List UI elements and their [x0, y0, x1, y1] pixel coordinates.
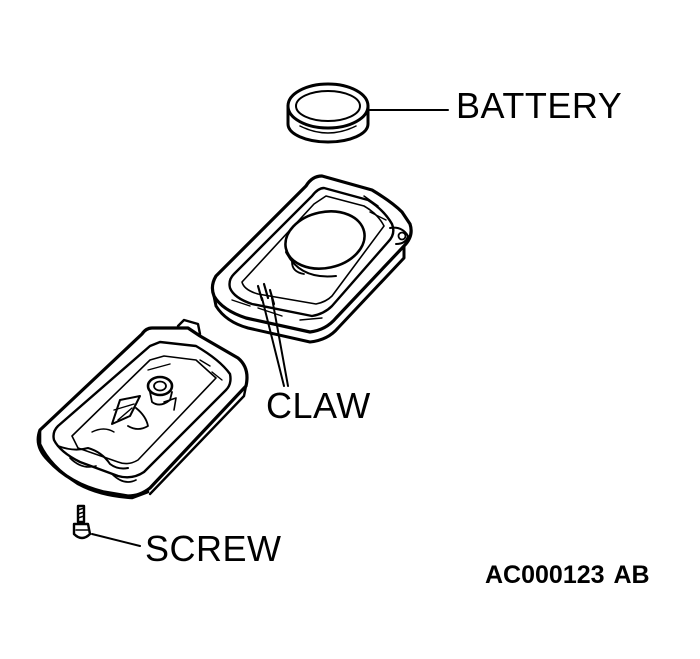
claw-label: CLAW — [266, 385, 371, 426]
battery-label: BATTERY — [456, 85, 623, 126]
leader-lines — [91, 109, 449, 547]
screw-label: SCREW — [145, 528, 282, 569]
screw-leader-line — [91, 533, 141, 547]
claw-leader-line-right — [271, 297, 289, 387]
figure-code-label: AC000123 AB — [485, 563, 650, 588]
lower-case-illustration — [36, 318, 249, 500]
claw-leader-line-left — [261, 297, 285, 387]
figure-code-suffix: AB — [613, 561, 650, 589]
battery-illustration — [286, 82, 370, 144]
upper-case-illustration — [210, 174, 413, 344]
screw-illustration — [72, 504, 92, 540]
figure-code-main: AC000123 — [485, 561, 605, 589]
